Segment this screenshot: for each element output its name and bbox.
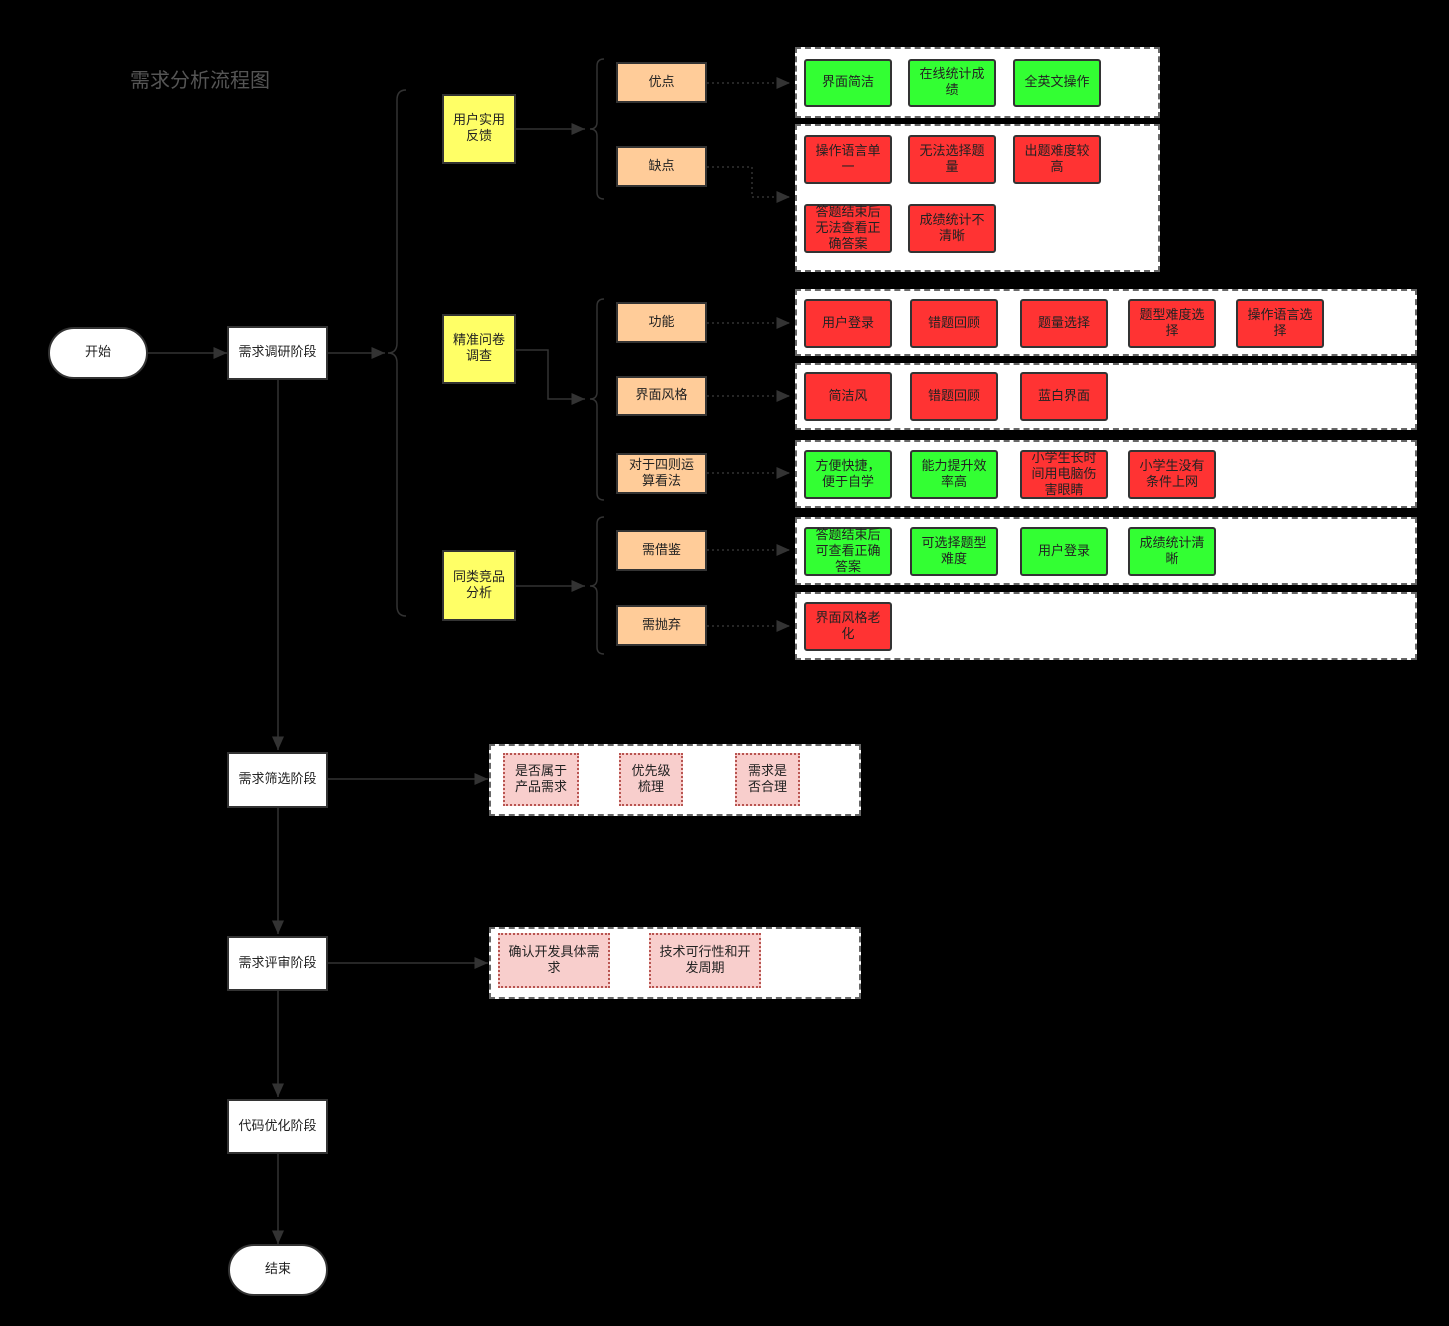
item-node: 出题难度较高 [1013, 135, 1101, 184]
item-node: 简洁风 [804, 372, 892, 421]
item-node: 优先级梳理 [619, 753, 683, 806]
item-node: 界面简洁 [804, 59, 892, 107]
aspect-arithmetic: 对于四则运算看法 [616, 453, 707, 494]
category-feedback: 用户实用反馈 [442, 94, 516, 164]
item-node: 方便快捷，便于自学 [804, 450, 892, 499]
aspect-borrow: 需借鉴 [616, 530, 707, 571]
item-node: 界面风格老化 [804, 602, 892, 651]
item-node: 用户登录 [1020, 527, 1108, 576]
item-node: 可选择题型难度 [910, 527, 998, 576]
item-node: 需求是否合理 [735, 753, 800, 806]
item-node: 成绩统计清晰 [1128, 527, 1216, 576]
item-node: 成绩统计不清晰 [908, 204, 996, 253]
item-node: 确认开发具体需求 [498, 933, 610, 988]
group-abandon [795, 592, 1417, 660]
item-node: 全英文操作 [1013, 59, 1101, 107]
item-node: 在线统计成绩 [908, 59, 996, 107]
item-node: 小学生长时间用电脑伤害眼睛 [1020, 450, 1108, 499]
item-node: 答题结束后无法查看正确答案 [804, 204, 892, 253]
item-node: 操作语言选择 [1236, 299, 1324, 348]
item-node: 技术可行性和开发周期 [649, 933, 761, 988]
aspect-abandon: 需抛弃 [616, 605, 707, 646]
screening-stage: 需求筛选阶段 [227, 752, 328, 808]
item-node: 能力提升效率高 [910, 450, 998, 499]
item-node: 用户登录 [804, 299, 892, 348]
category-competitor: 同类竞品分析 [442, 550, 516, 621]
aspect-function: 功能 [616, 302, 707, 343]
item-node: 错题回顾 [910, 299, 998, 348]
start-node: 开始 [48, 327, 148, 379]
item-node: 是否属于产品需求 [503, 753, 579, 806]
item-node: 题型难度选择 [1128, 299, 1216, 348]
aspect-ui-style: 界面风格 [616, 376, 707, 416]
optimize-stage: 代码优化阶段 [227, 1099, 328, 1154]
item-node: 无法选择题量 [908, 135, 996, 184]
item-node: 操作语言单一 [804, 135, 892, 184]
item-node: 答题结束后可查看正确答案 [804, 527, 892, 576]
diagram-title: 需求分析流程图 [130, 68, 270, 92]
item-node: 题量选择 [1020, 299, 1108, 348]
item-node: 小学生没有条件上网 [1128, 450, 1216, 499]
research-stage: 需求调研阶段 [227, 326, 328, 380]
item-node: 错题回顾 [910, 372, 998, 421]
aspect-pros: 优点 [616, 62, 707, 103]
end-node: 结束 [228, 1244, 328, 1296]
category-survey: 精准问卷调查 [442, 314, 516, 384]
item-node: 蓝白界面 [1020, 372, 1108, 421]
review-stage: 需求评审阶段 [227, 936, 328, 991]
aspect-cons: 缺点 [616, 146, 707, 187]
